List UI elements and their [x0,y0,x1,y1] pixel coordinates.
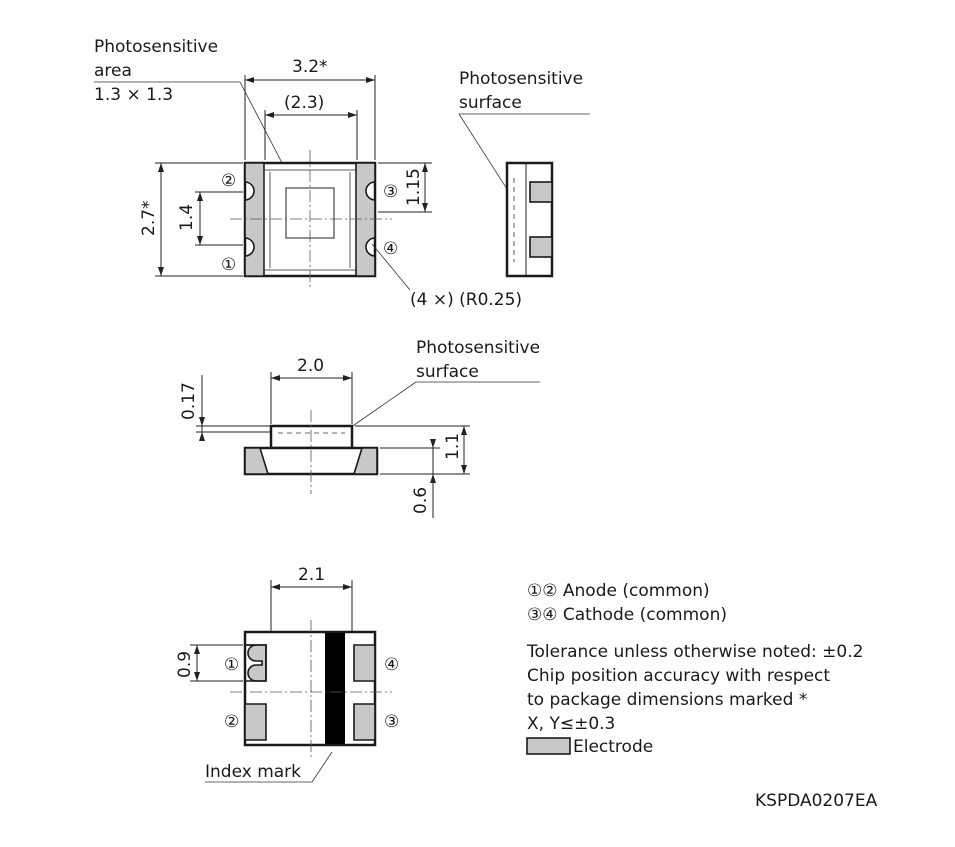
index-mark-leader [311,751,333,783]
front-electrode-left [244,447,270,475]
radius-note: (4 ×) (R0.25) [410,290,522,310]
pin-2-label: ② [221,171,236,191]
electrode-legend-label: Electrode [573,737,653,757]
note-cathode: ③④ Cathode (common) [527,605,727,625]
note-tolerance: Tolerance unless otherwise noted: ±0.2 [526,642,863,662]
electrode-legend-swatch [526,737,571,755]
dim-window-depth-label: 0.17 [179,382,199,420]
dim-base-height-label: 0.6 [411,487,431,514]
index-mark [325,633,345,744]
bottom-view: 2.1 0.9 ① ② ④ ③ Index mark [175,565,399,783]
side-photosensitive-label-line2: surface [459,93,522,113]
dim-pad-label: 0.9 [175,651,195,678]
dim-top-width-label: 2.0 [297,356,324,376]
bottom-electrode-4 [353,644,376,682]
bottom-pin-3-label: ③ [384,712,399,732]
front-leader-line [343,381,417,433]
dim-height-label: 2.7* [139,200,159,236]
dim-bottom-width-label: 2.1 [298,565,325,585]
front-photosensitive-label-line1: Photosensitive [416,338,540,358]
pin-1-label: ① [221,255,236,275]
side-electrode-lower [529,236,553,258]
side-electrode-upper [529,181,553,203]
dim-total-height-label: 1.1 [443,433,463,460]
pin-3-label: ③ [383,182,398,202]
leader-radius [371,243,411,291]
side-leader-line [458,113,515,201]
bottom-pin-4-label: ④ [384,655,399,675]
bottom-electrode-3 [353,703,376,741]
bottom-pin-2-label: ② [224,712,239,732]
side-view: Photosensitive surface [458,69,590,278]
drawing-code: KSPDA0207EA [755,791,878,811]
front-electrode-right [352,447,378,475]
notes: ①② Anode (common) ③④ Cathode (common) To… [526,581,863,757]
photosensitive-area-label-line1: Photosensitive [94,37,218,57]
note-anode: ①② Anode (common) [527,581,710,601]
dim-pin-pitch-label: 1.4 [177,204,197,231]
front-photosensitive-label-line2: surface [416,362,479,382]
note-chip-accuracy-2: to package dimensions marked * [527,690,807,710]
bottom-pin-1-label: ① [224,655,239,675]
top-view: Photosensitive area 1.3 × 1.3 3.2* (2.3)… [94,37,522,310]
photosensitive-area-label-line2: area [94,61,132,81]
dim-width-label: 3.2* [292,57,328,77]
front-upper-body [269,424,354,450]
note-chip-accuracy-1: Chip position accuracy with respect [527,666,830,686]
index-mark-label: Index mark [205,762,301,782]
dim-top-to-pin-label: 1.15 [404,168,424,206]
pin-4-label: ④ [383,239,398,259]
bottom-electrode-2 [244,703,267,741]
photosensitive-area-size: 1.3 × 1.3 [94,85,173,105]
side-photosensitive-label-line1: Photosensitive [459,69,583,89]
dim-inner-width-label: (2.3) [284,93,324,113]
electrode-left [244,162,265,277]
front-view: Photosensitive surface 2.0 0.17 1.1 [179,338,540,518]
note-chip-accuracy-3: X, Y≤±0.3 [527,714,615,734]
electrode-right [355,162,376,277]
